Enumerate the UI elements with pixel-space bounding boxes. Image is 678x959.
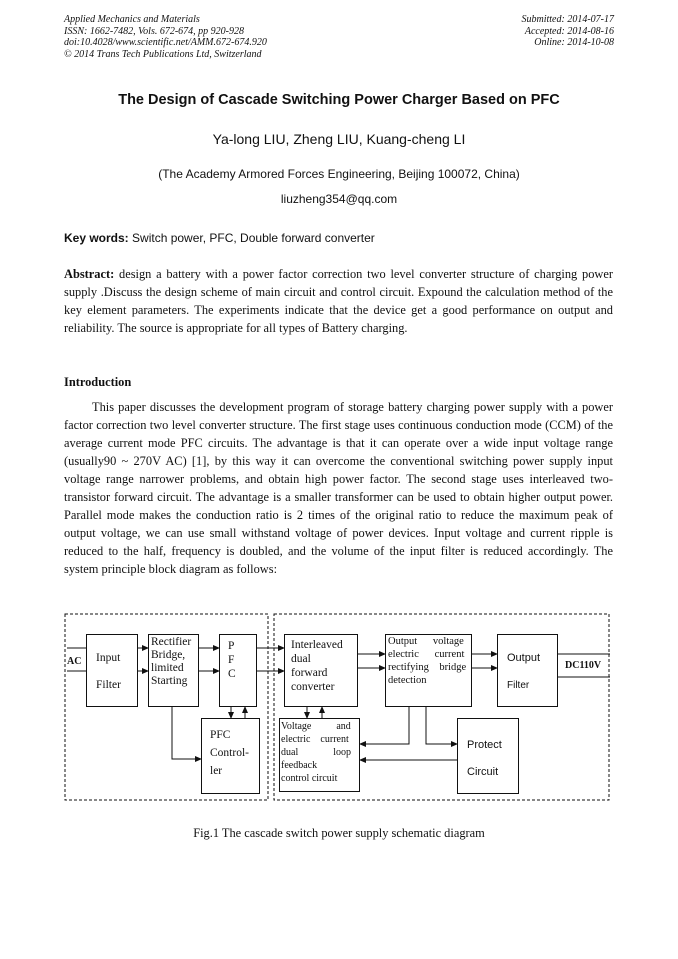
feedback-line-2: electric current [281, 734, 349, 745]
section-heading-introduction: Introduction [64, 375, 132, 389]
abstract: Abstract: design a battery with a power … [64, 265, 613, 337]
feedback-control-block: Voltage and electric current dual loop f… [279, 718, 360, 792]
feedback-line-4: feedback [281, 760, 318, 771]
ac-input-label: AC [67, 656, 82, 667]
journal-name: Applied Mechanics and Materials [64, 14, 200, 25]
online-date: Online: 2014-10-08 [534, 37, 614, 48]
block-diagram: AC DC110V Input Filter Rectifier Bridge,… [62, 610, 614, 806]
protect-line-1: Protect [467, 739, 502, 751]
pfc-line-1: P [228, 640, 235, 652]
rectifier-line-1: Rectifier [151, 636, 192, 648]
rectifier-line-3: limited [151, 662, 184, 674]
submitted-date: Submitted: 2014-07-17 [521, 14, 615, 25]
diagram-connectors [64, 613, 610, 801]
feedback-line-1: Voltage and [281, 721, 351, 732]
interleaved-converter-block: Interleaved dual forward converter [284, 634, 358, 707]
authors: Ya-long LIU, Zheng LIU, Kuang-cheng LI [212, 131, 466, 147]
publication-dates: Submitted: 2014-07-17 Accepted: 2014-08-… [522, 14, 615, 49]
rectifier-bridge-block: Rectifier Bridge, limited Starting [148, 634, 199, 707]
issn: ISSN: 1662-7482, Vols. 672-674, pp 920-9… [64, 25, 244, 37]
pfc-line-2: F [228, 654, 235, 666]
feedback-line-3: dual loop [281, 747, 351, 758]
feedback-line-5: control circuit [281, 773, 338, 784]
pfc-line-3: C [228, 668, 236, 680]
doi: doi:10.4028/www.scientific.net/AMM.672-6… [64, 37, 267, 48]
interleaved-line-3: forward [291, 667, 328, 679]
stage2-dashed-border [273, 613, 610, 801]
rectifier-line-4: Starting [151, 675, 188, 687]
abstract-text: design a battery with a power factor cor… [64, 267, 613, 335]
pfc-controller-line-1: PFC [210, 729, 231, 741]
dc-output-label: DC110V [565, 660, 602, 671]
pfc-controller-line-3: ler [210, 765, 223, 777]
accepted-date: Accepted: 2014-08-16 [524, 25, 614, 37]
abstract-label: Abstract: [64, 267, 115, 281]
output-filter-line-2: Filter [507, 680, 530, 691]
protect-circuit-block: Protect Circuit [457, 718, 519, 794]
detection-line-3: rectifying bridge [388, 662, 467, 673]
pfc-block: P F C [219, 634, 257, 707]
rectifier-line-2: Bridge, [151, 649, 186, 661]
affiliation: (The Academy Armored Forces Engineering,… [158, 167, 520, 181]
interleaved-line-4: converter [291, 681, 335, 693]
protect-line-2: Circuit [467, 766, 499, 778]
keywords: Key words: Switch power, PFC, Double for… [64, 231, 375, 245]
interleaved-line-2: dual [291, 653, 311, 665]
interleaved-line-1: Interleaved [291, 639, 343, 651]
voltage-current-detection-block: Output voltage electric current rectifyi… [385, 634, 472, 707]
paper-title: The Design of Cascade Switching Power Ch… [118, 92, 560, 108]
detection-line-1: Output voltage [388, 636, 464, 647]
copyright: © 2014 Trans Tech Publications Ltd, Swit… [64, 48, 262, 60]
email: liuzheng354@qq.com [280, 192, 398, 206]
detection-line-4: detection [388, 675, 427, 686]
input-filter-line-1: Input [96, 652, 121, 664]
output-filter-line-1: Output [507, 652, 541, 664]
keywords-label: Key words: [64, 231, 129, 245]
input-filter-line-2: Filter [96, 679, 121, 691]
output-filter-block: Output Filter [497, 634, 558, 707]
input-filter-block: Input Filter [86, 634, 138, 707]
introduction-body: This paper discusses the development pro… [64, 400, 613, 576]
pfc-controller-line-2: Control- [210, 747, 249, 759]
detection-line-2: electric current [388, 649, 465, 660]
stage1-dashed-border [64, 613, 269, 801]
journal-info: Applied Mechanics and Materials ISSN: 16… [64, 14, 267, 60]
keywords-text: Switch power, PFC, Double forward conver… [128, 231, 375, 245]
pfc-controller-block: PFC Control- ler [201, 718, 260, 794]
figure-caption: Fig.1 The cascade switch power supply sc… [193, 826, 485, 840]
